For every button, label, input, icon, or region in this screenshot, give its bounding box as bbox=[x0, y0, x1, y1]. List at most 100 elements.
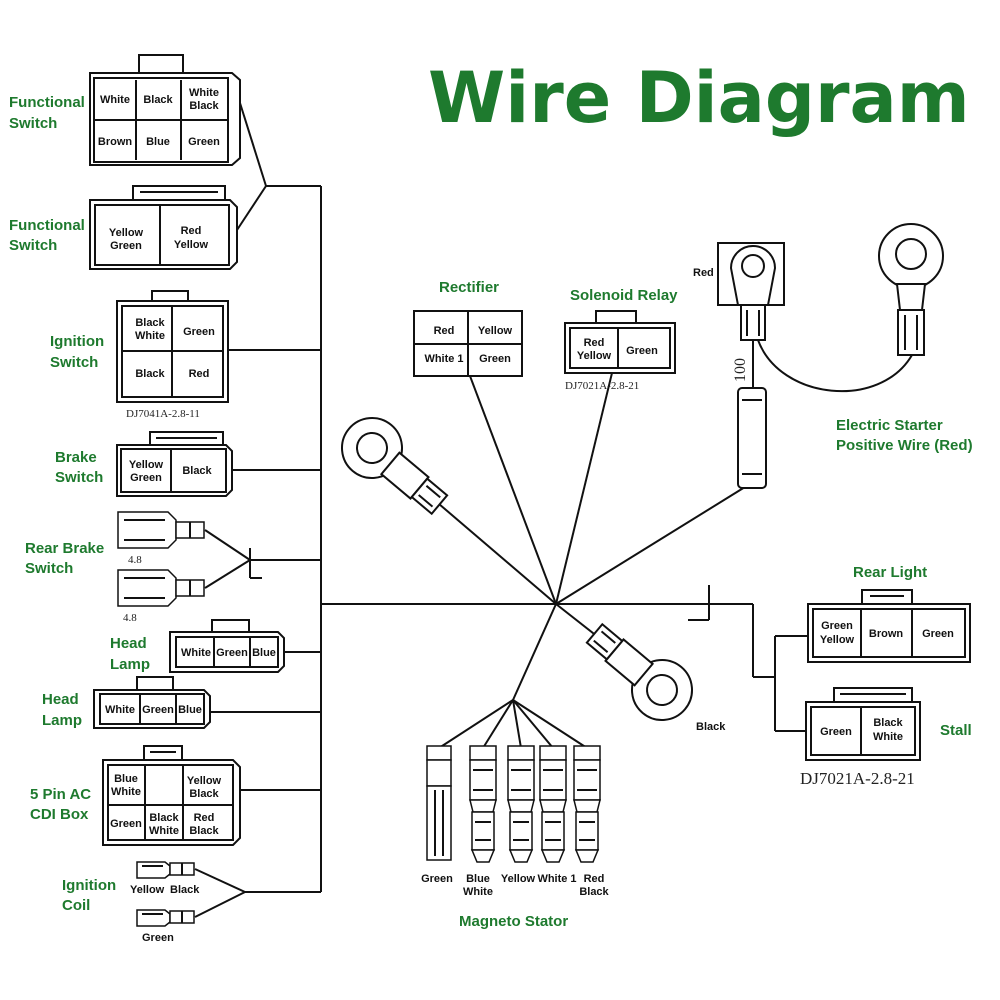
stall-label: Stall bbox=[940, 722, 972, 739]
cdi-cell-green: Green bbox=[110, 818, 142, 830]
head-lamp-2-label-line1: Head bbox=[42, 691, 79, 708]
ign-cell-black2: Black bbox=[135, 368, 165, 380]
ign-cell-black: Black bbox=[135, 317, 165, 329]
harness-lines bbox=[194, 102, 913, 918]
page-title: Wire Diagram bbox=[428, 57, 970, 139]
ign-cell-red: Red bbox=[189, 368, 210, 380]
ground-wire-black: Black bbox=[696, 721, 726, 733]
stator-connector-part bbox=[540, 849, 566, 863]
functional-switch-2-label-line1: Functional bbox=[9, 217, 85, 234]
rect-cell-yellow: Yellow bbox=[478, 325, 513, 337]
hl1-cell-white: White bbox=[181, 647, 211, 659]
fs1-cell-blue: Blue bbox=[146, 136, 170, 148]
stall-cell-white: White bbox=[873, 731, 903, 743]
fs2-cell-yellow: Yellow bbox=[109, 227, 144, 239]
starter-fuse-value: 100 bbox=[732, 358, 749, 382]
stator-connector bbox=[469, 745, 497, 863]
stator-wire-green: Green bbox=[421, 873, 453, 885]
rear-brake-code-2: 4.8 bbox=[123, 612, 137, 624]
hl1-cell-blue: Blue bbox=[252, 647, 276, 659]
fs2-cell-yellow2: Yellow bbox=[174, 239, 209, 251]
stator-connector-part bbox=[471, 811, 495, 851]
rectifier-label: Rectifier bbox=[439, 279, 499, 296]
cdi-cell-white2: White bbox=[149, 825, 179, 837]
ignition-switch: Ignition Switch Black White Green Black … bbox=[50, 290, 229, 420]
rear-light: Rear Light Green Yellow Brown Green bbox=[807, 564, 971, 663]
fs1-cell-white: White bbox=[100, 94, 130, 106]
brake-switch-label-line2: Switch bbox=[55, 469, 103, 486]
cdi-cell-yellow: Yellow bbox=[187, 775, 222, 787]
stator-connector-part bbox=[541, 811, 565, 851]
stator-connector-part bbox=[507, 759, 535, 801]
sol-cell-red: Red bbox=[584, 337, 605, 349]
stall-cell-black: Black bbox=[873, 717, 903, 729]
brake-switch: Brake Switch Yellow Green Black bbox=[55, 431, 233, 497]
rect-cell-green: Green bbox=[479, 353, 511, 365]
stator-connector bbox=[573, 745, 601, 863]
cdi-box-label-line2: CDI Box bbox=[30, 806, 89, 823]
stator-connector-part bbox=[539, 745, 567, 761]
stator-connector-part bbox=[426, 785, 452, 861]
head-lamp-1-label-line1: Head bbox=[110, 635, 147, 652]
brake-switch-label-line1: Brake bbox=[55, 449, 97, 466]
rl-cell-green2: Green bbox=[922, 628, 954, 640]
stator-connector-part bbox=[426, 759, 452, 787]
rl-cell-yellow: Yellow bbox=[820, 634, 855, 646]
functional-switch-2: Functional Switch Yellow Green Red Yello… bbox=[9, 185, 238, 270]
head-lamp-2: Head Lamp White Green Blue bbox=[42, 676, 211, 729]
cdi-cell-black: Black bbox=[189, 788, 219, 800]
ring-terminal-ground-2 bbox=[585, 622, 693, 721]
stator-connector-part bbox=[573, 745, 601, 761]
rl-cell-brown: Brown bbox=[869, 628, 904, 640]
stall-cell-green: Green bbox=[820, 726, 852, 738]
cdi-box: 5 Pin AC CDI Box Blue White Yellow Black… bbox=[30, 745, 241, 846]
electric-starter: Red 100 Electric Starter Positive Wire (… bbox=[693, 223, 973, 489]
stator-connector-part bbox=[507, 799, 535, 813]
cdi-cell-black2: Black bbox=[149, 812, 179, 824]
stator-wire-white: White bbox=[463, 886, 493, 898]
sol-cell-green: Green bbox=[626, 345, 658, 357]
magneto-stator-label: Magneto Stator bbox=[459, 913, 568, 930]
stator-connector-part bbox=[469, 745, 497, 761]
ign-cell-white: White bbox=[135, 330, 165, 342]
fs1-cell-black: Black bbox=[143, 94, 173, 106]
hl2-cell-blue: Blue bbox=[178, 704, 202, 716]
ignition-coil-label-line1: Ignition bbox=[62, 877, 116, 894]
ignition-coil-label-line2: Coil bbox=[62, 897, 90, 914]
rear-brake-code-1: 4.8 bbox=[128, 554, 142, 566]
solenoid-relay-code: DJ7021A-2.8-21 bbox=[565, 380, 639, 392]
head-lamp-2-label-line2: Lamp bbox=[42, 712, 82, 729]
rectifier: Rectifier Red Yellow White 1 Green bbox=[413, 279, 523, 377]
stator-connector-part bbox=[469, 759, 497, 801]
stator-connector bbox=[539, 745, 567, 863]
rect-cell-red: Red bbox=[434, 325, 455, 337]
cdi-cell-white: White bbox=[111, 786, 141, 798]
ignition-switch-label-line1: Ignition bbox=[50, 333, 104, 350]
stall: Stall Green Black White DJ7021A-2.8-21 bbox=[800, 687, 972, 788]
rect-cell-white1: White 1 bbox=[424, 353, 463, 365]
stator-wire-blue: Blue bbox=[466, 873, 490, 885]
fs1-cell-green: Green bbox=[188, 136, 220, 148]
cdi-cell-blue: Blue bbox=[114, 773, 138, 785]
stator-connector-part bbox=[539, 759, 567, 801]
functional-switch-1-label-line1: Functional bbox=[9, 94, 85, 111]
fs2-cell-red: Red bbox=[181, 225, 202, 237]
coil-wire-yellow: Yellow bbox=[130, 884, 165, 896]
stator-connector bbox=[507, 745, 535, 863]
cdi-box-label-line1: 5 Pin AC bbox=[30, 786, 91, 803]
stator-connector-part bbox=[539, 799, 567, 813]
ign-cell-green: Green bbox=[183, 326, 215, 338]
stator-connector-part bbox=[573, 799, 601, 813]
fs1-cell-white-black-1: White bbox=[189, 87, 219, 99]
electric-starter-label-line2: Positive Wire (Red) bbox=[836, 437, 973, 454]
brake-cell-yellow: Yellow bbox=[129, 459, 164, 471]
solenoid-relay-label: Solenoid Relay bbox=[570, 287, 678, 304]
stator-wire-red: Red bbox=[584, 873, 605, 885]
hl2-cell-white: White bbox=[105, 704, 135, 716]
cdi-cell-black3: Black bbox=[189, 825, 219, 837]
ignition-switch-label-line2: Switch bbox=[50, 354, 98, 371]
stator-connector bbox=[426, 745, 452, 861]
hl1-cell-green: Green bbox=[216, 647, 248, 659]
stator-wire-black: Black bbox=[579, 886, 609, 898]
head-lamp-1-label-line2: Lamp bbox=[110, 656, 150, 673]
